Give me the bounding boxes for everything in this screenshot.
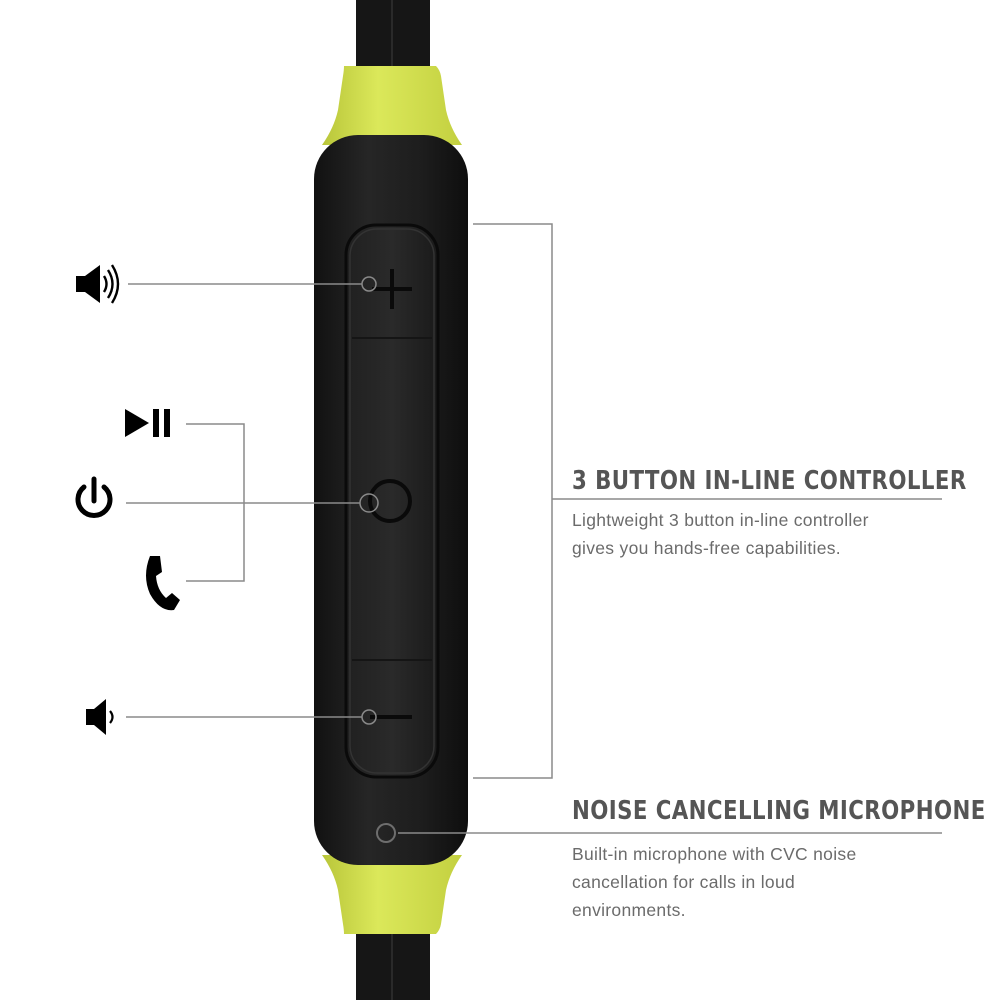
top-cap [322, 66, 462, 145]
description-line: gives you hands-free capabilities. [572, 538, 841, 558]
button-panel [344, 223, 440, 779]
bottom-cap [322, 855, 462, 934]
description-line: Lightweight 3 button in-line controller [572, 510, 869, 530]
microphone-feature-description: Built-in microphone with CVC noise cance… [572, 840, 856, 924]
volume-down-icon [86, 699, 114, 735]
description-line: environments. [572, 900, 686, 920]
controller-feature-description: Lightweight 3 button in-line controller … [572, 506, 869, 562]
microphone-feature-title: NOISE CANCELLING MICROPHONE [572, 796, 986, 826]
play-pause-icon [125, 409, 170, 437]
description-line: cancellation for calls in loud [572, 872, 796, 892]
controller-feature-title: 3 BUTTON IN-LINE CONTROLLER [572, 466, 967, 496]
volume-up-icon [76, 264, 120, 304]
leader-bracket-left [186, 423, 245, 582]
circle-button-icon[interactable] [368, 479, 412, 523]
controller-bracket [473, 223, 553, 779]
description-line: Built-in microphone with CVC noise [572, 844, 857, 864]
power-icon [75, 476, 113, 518]
plus-icon[interactable] [372, 269, 412, 309]
microphone-icon [376, 823, 396, 843]
phone-icon [146, 556, 180, 611]
